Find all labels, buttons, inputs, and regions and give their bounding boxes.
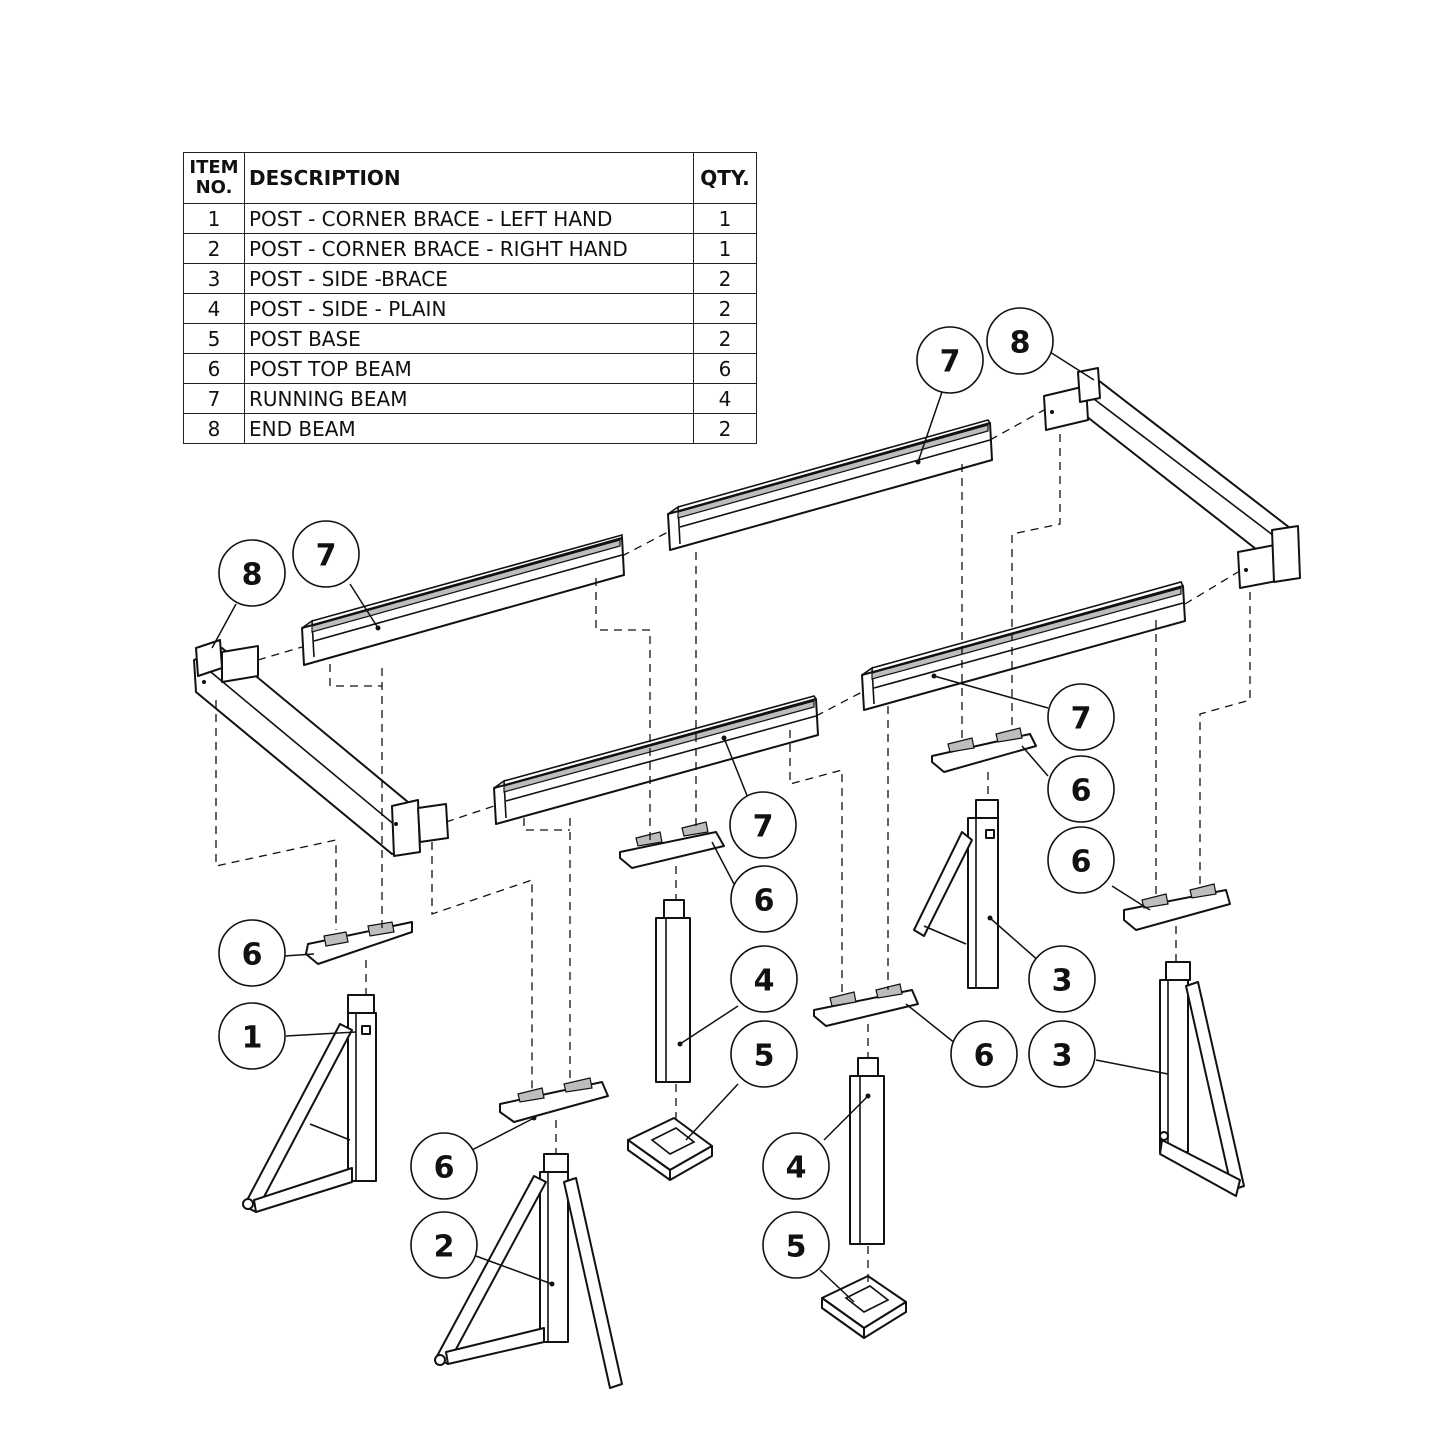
balloon-7-upper-left: 7 (292, 520, 360, 588)
svg-text:3: 3 (1052, 1039, 1073, 1074)
svg-text:6: 6 (974, 1039, 995, 1074)
bom-item-no: 8 (183, 413, 245, 444)
balloon-leaders (211, 351, 1169, 1303)
balloon-8-left: 8 (218, 539, 286, 607)
bom-description: POST BASE (244, 323, 694, 354)
bom-description: POST TOP BEAM (244, 353, 694, 384)
bom-description: END BEAM (244, 413, 694, 444)
bom-description: RUNNING BEAM (244, 383, 694, 414)
bom-qty: 2 (693, 263, 757, 294)
post-top-beam-lower-left (499, 1077, 609, 1123)
bom-header-qty: QTY. (693, 152, 757, 204)
svg-text:7: 7 (316, 539, 337, 574)
bom-description: POST - CORNER BRACE - RIGHT HAND (244, 233, 694, 264)
bom-item-no: 2 (183, 233, 245, 264)
svg-text:7: 7 (753, 810, 774, 845)
svg-text:6: 6 (754, 884, 775, 919)
balloon-2: 2 (410, 1211, 478, 1279)
bom-qty: 2 (693, 413, 757, 444)
post-top-beam-right (1123, 883, 1231, 931)
svg-text:4: 4 (786, 1151, 807, 1186)
end-beam-right (1043, 367, 1301, 589)
bom-qty: 2 (693, 293, 757, 324)
svg-text:8: 8 (242, 558, 263, 593)
balloon-5-lower: 5 (762, 1211, 830, 1279)
balloon-7-right: 7 (1047, 683, 1115, 751)
balloon-4-lower: 4 (762, 1132, 830, 1200)
running-beam-upper-left (301, 533, 625, 666)
svg-text:6: 6 (1071, 845, 1092, 880)
post-corner-brace-right-hand (434, 1153, 623, 1389)
balloon-7-top: 7 (916, 326, 984, 394)
bom-description: POST - SIDE -BRACE (244, 263, 694, 294)
post-top-beam-right-upper (931, 727, 1037, 773)
running-beam-right (861, 581, 1186, 711)
svg-text:4: 4 (754, 964, 775, 999)
post-top-beam-mid-upper (619, 821, 725, 869)
bom-qty: 2 (693, 323, 757, 354)
post-top-beam-left (305, 921, 413, 965)
balloon-6-right-upper: 6 (1047, 755, 1115, 823)
balloon-4-upper: 4 (730, 945, 798, 1013)
bom-item-no: 4 (183, 293, 245, 324)
balloon-3-upper: 3 (1028, 945, 1096, 1013)
balloon-6-mid-upper: 6 (730, 865, 798, 933)
post-base-lower (821, 1275, 907, 1339)
post-side-plain-upper (655, 899, 691, 1083)
svg-text:6: 6 (1071, 774, 1092, 809)
balloon-1: 1 (218, 1002, 286, 1070)
svg-text:7: 7 (1071, 702, 1092, 737)
svg-text:7: 7 (940, 345, 961, 380)
post-side-brace-lower (1159, 961, 1245, 1197)
svg-text:1: 1 (242, 1021, 263, 1056)
post-base-upper (627, 1117, 713, 1181)
svg-text:6: 6 (434, 1151, 455, 1186)
running-beam-middle (493, 695, 819, 825)
balloon-7-middle: 7 (729, 791, 797, 859)
post-corner-brace-left-hand (242, 994, 377, 1213)
balloon-6-mid-lower: 6 (950, 1020, 1018, 1088)
svg-text:3: 3 (1052, 964, 1073, 999)
post-side-brace-upper (913, 799, 999, 989)
running-beam-top (667, 419, 993, 551)
balloon-6-left: 6 (218, 919, 286, 987)
svg-text:5: 5 (754, 1039, 775, 1074)
bom-description: POST - SIDE - PLAIN (244, 293, 694, 324)
bom-item-no: 7 (183, 383, 245, 414)
post-top-beam-mid-lower (813, 983, 919, 1027)
svg-text:6: 6 (242, 938, 263, 973)
balloon-3-lower: 3 (1028, 1020, 1096, 1088)
svg-text:8: 8 (1010, 326, 1031, 361)
bom-qty: 1 (693, 203, 757, 234)
post-side-plain-lower (849, 1057, 885, 1245)
bom-qty: 6 (693, 353, 757, 384)
bom-header-description: DESCRIPTION (244, 152, 694, 204)
balloon-6-lower-left: 6 (410, 1132, 478, 1200)
balloon-8-right: 8 (986, 307, 1054, 375)
svg-text:5: 5 (786, 1230, 807, 1265)
svg-text:2: 2 (434, 1230, 455, 1265)
end-beam-left (193, 639, 449, 857)
balloon-5-upper: 5 (730, 1020, 798, 1088)
assembly-alignment-lines (215, 409, 1251, 1282)
balloon-6-right: 6 (1047, 826, 1115, 894)
bom-description: POST - CORNER BRACE - LEFT HAND (244, 203, 694, 234)
bom-qty: 1 (693, 233, 757, 264)
